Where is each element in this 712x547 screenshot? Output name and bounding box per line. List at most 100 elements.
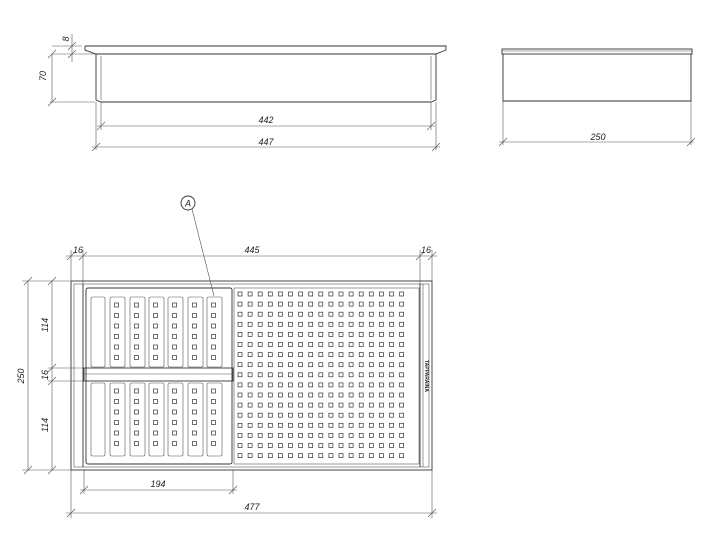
slot-hole	[211, 344, 216, 350]
perforation-hole	[399, 352, 404, 357]
perforation-hole	[399, 412, 404, 418]
slot-hole	[153, 430, 158, 436]
slot-outline	[109, 382, 126, 457]
perforation-hole	[379, 301, 384, 307]
perforation-hole	[358, 311, 364, 317]
perforation-hole	[379, 311, 384, 317]
perforation-hole	[278, 372, 283, 378]
perforation-hole	[247, 321, 253, 327]
slot-hole	[172, 302, 177, 308]
perforation-hole	[358, 382, 364, 388]
perforation-hole	[328, 352, 334, 357]
perforation-hole	[237, 443, 243, 448]
dim-body-height: 70	[38, 71, 48, 81]
slot-hole	[114, 334, 119, 339]
perforation-hole	[237, 412, 243, 418]
perforation-hole	[399, 453, 404, 458]
perforation-hole	[318, 382, 324, 388]
slot-hole	[134, 399, 139, 404]
perforation-hole	[267, 362, 273, 368]
perforation-hole	[278, 402, 283, 408]
perforation-hole	[348, 382, 354, 388]
perforation-hole	[379, 453, 384, 458]
perforation-hole	[389, 352, 394, 357]
perforation-hole	[278, 433, 283, 438]
perforation-hole	[318, 372, 324, 378]
dim-left-margin: 16	[73, 245, 83, 255]
perforation-hole	[368, 321, 374, 327]
plan-view: TAPPARAINA 16 445 16 250 114 16 114	[16, 195, 437, 518]
perforation-hole	[237, 402, 243, 408]
perforation-hole	[379, 352, 384, 357]
perforation-hole	[308, 291, 314, 297]
slot-hole	[153, 313, 158, 318]
perforation-hole	[288, 342, 293, 347]
slot-outline	[148, 382, 165, 457]
perforation-hole	[257, 382, 263, 388]
perforation-hole	[379, 443, 384, 448]
perforation-hole	[278, 321, 283, 327]
slot-hole	[211, 420, 216, 425]
slot-hole	[153, 441, 158, 446]
perforation-hole	[348, 311, 354, 317]
perforation-hole	[288, 301, 293, 307]
perforation-hole	[267, 372, 273, 378]
perforation-hole	[257, 301, 263, 307]
perforation-hole	[379, 402, 384, 408]
dim-section-upper: 114	[40, 318, 50, 332]
perforation-hole	[298, 321, 303, 327]
perforation-hole	[267, 301, 273, 307]
perforation-hole	[257, 362, 263, 368]
perforation-hole	[328, 402, 334, 408]
perforation-hole	[358, 443, 364, 448]
perforation-hole	[368, 301, 374, 307]
slot-hole	[134, 441, 139, 446]
perforation-hole	[318, 422, 324, 428]
perforation-hole	[298, 382, 303, 388]
perforation-hole	[237, 362, 243, 368]
perforation-hole	[298, 311, 303, 317]
slot-outline	[90, 382, 106, 457]
slot-hole	[134, 388, 139, 394]
perforation-hole	[278, 453, 283, 458]
perforation-hole	[237, 433, 243, 438]
slot-hole	[153, 388, 158, 394]
perforation-hole	[257, 433, 263, 438]
perforation-hole	[368, 402, 374, 408]
perforation-hole	[358, 422, 364, 428]
slot-hole	[114, 441, 119, 446]
perforation-hole	[278, 311, 283, 317]
perforation-hole	[267, 382, 273, 388]
perforation-hole	[328, 412, 334, 418]
perforation-hole	[389, 342, 394, 347]
perforation-hole	[348, 453, 354, 458]
perforation-hole	[318, 453, 324, 458]
perforation-hole	[338, 311, 344, 317]
perforation-hole	[267, 412, 273, 418]
perforation-hole	[288, 443, 293, 448]
perforation-hole	[308, 372, 314, 378]
perforation-hole	[338, 342, 344, 347]
perforation-hole	[308, 392, 314, 398]
perforation-hole	[308, 352, 314, 357]
perforation-hole	[338, 412, 344, 418]
dim-insert-width: 194	[150, 479, 165, 489]
perforation-hole	[399, 392, 404, 398]
perforation-hole	[338, 291, 344, 297]
side-elevation: 250	[498, 48, 696, 147]
perforation-hole	[288, 311, 293, 317]
perforation-hole	[358, 402, 364, 408]
perforation-hole	[358, 412, 364, 418]
perforation-hole	[247, 433, 253, 438]
callout-a-label: A	[184, 199, 191, 209]
perforation-hole	[348, 352, 354, 357]
brand-mark: TAPPARAINA	[423, 360, 429, 392]
perforation-hole	[298, 422, 303, 428]
perforation-hole	[278, 443, 283, 448]
perforation-hole	[368, 422, 374, 428]
perforation-hole	[379, 291, 384, 297]
perforation-hole	[348, 433, 354, 438]
slot-hole	[134, 323, 139, 329]
perforation-hole	[338, 332, 344, 337]
